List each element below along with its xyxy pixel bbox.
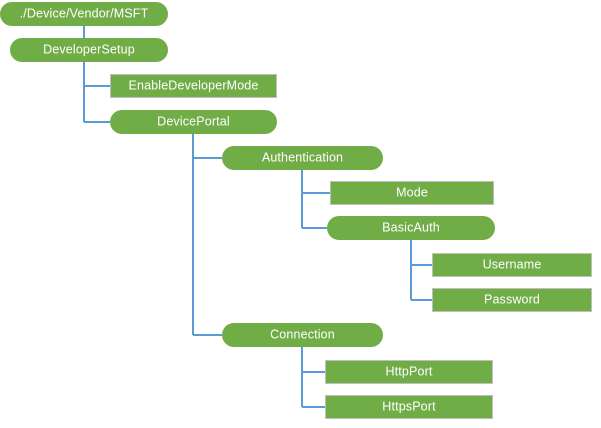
node-developer-setup[interactable]: DeveloperSetup: [10, 38, 168, 62]
node-device-portal-label: DevicePortal: [157, 114, 230, 129]
node-root-label: ./Device/Vendor/MSFT: [19, 6, 149, 21]
node-username[interactable]: Username: [432, 253, 592, 277]
node-mode-label: Mode: [396, 185, 428, 200]
node-basic-auth[interactable]: BasicAuth: [327, 216, 495, 240]
node-mode[interactable]: Mode: [330, 181, 494, 205]
node-http-port[interactable]: HttpPort: [325, 360, 493, 384]
node-enable-developer-mode[interactable]: EnableDeveloperMode: [110, 74, 277, 98]
node-https-port[interactable]: HttpsPort: [325, 395, 493, 419]
node-authentication[interactable]: Authentication: [222, 146, 383, 170]
node-device-portal[interactable]: DevicePortal: [110, 110, 277, 134]
node-password[interactable]: Password: [432, 288, 592, 312]
node-http-port-label: HttpPort: [385, 364, 433, 379]
node-enable-developer-mode-label: EnableDeveloperMode: [128, 78, 259, 93]
node-authentication-label: Authentication: [261, 150, 344, 165]
node-connection[interactable]: Connection: [222, 323, 383, 347]
node-https-port-label: HttpsPort: [382, 399, 436, 414]
node-root[interactable]: ./Device/Vendor/MSFT: [0, 2, 168, 26]
node-connection-label: Connection: [270, 327, 335, 342]
node-password-label: Password: [483, 292, 541, 307]
node-basic-auth-label: BasicAuth: [382, 220, 440, 235]
node-username-label: Username: [482, 257, 542, 272]
node-developer-setup-label: DeveloperSetup: [43, 42, 135, 57]
